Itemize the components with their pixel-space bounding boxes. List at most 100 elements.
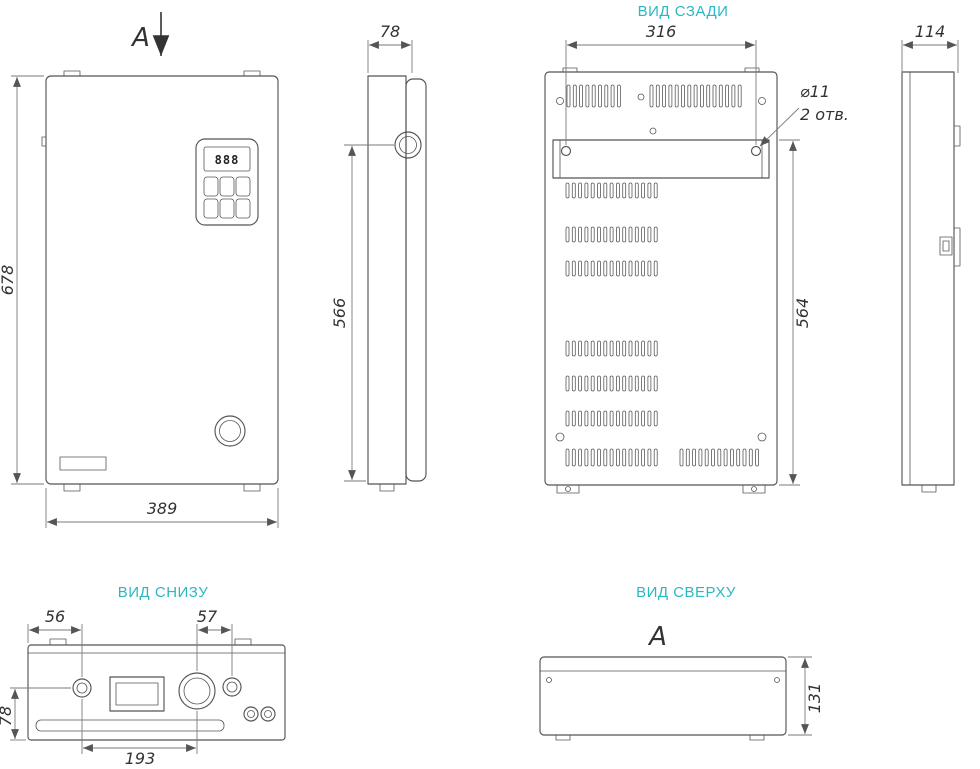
rear-top-tab-right <box>744 67 760 73</box>
dim-bottom-left-offset-value: 56 <box>45 607 65 626</box>
vent-band-bottom-right <box>679 448 759 467</box>
dim-front-height: 678 <box>0 75 44 485</box>
dim-front-width-value: 389 <box>147 499 178 518</box>
front-view: A 888 678 <box>0 12 279 528</box>
dim-rear-height: 564 <box>779 139 812 486</box>
top-view: ВИД СВЕРХУ A 131 <box>539 584 824 741</box>
front-top-tab-right <box>243 70 261 77</box>
front-top-tab-left <box>63 70 81 77</box>
water-connection-small-inner <box>226 681 238 693</box>
side-right-outline <box>901 71 955 486</box>
holes-diameter-value: ⌀11 <box>800 82 830 101</box>
front-cabinet-outline <box>45 75 279 485</box>
dim-side-left-width-value: 78 <box>380 22 400 41</box>
pipe-connection-circle-inner <box>399 136 417 154</box>
rear-panel-outline <box>544 71 778 486</box>
dim-top-depth: 131 <box>788 656 824 736</box>
side-right-clip-bottom <box>953 227 961 267</box>
pipe-connection-circle <box>394 131 422 159</box>
dim-bottom-depth-value: 78 <box>0 706 15 726</box>
rear-foot-hole-right <box>751 486 757 492</box>
bottom-tab-right <box>234 638 252 646</box>
vent-band-bottom-left <box>565 448 658 467</box>
panel-button <box>219 176 235 197</box>
aux-fitting-1 <box>243 706 259 722</box>
top-screw-right <box>774 677 780 683</box>
front-port-circle <box>214 415 246 447</box>
top-screw-left <box>546 677 552 683</box>
cable-gland-plate-inner <box>115 682 159 706</box>
rear-view: ВИД СЗАДИ ⌀ <box>544 3 849 494</box>
display-value: 888 <box>215 153 240 167</box>
side-left-foot <box>379 483 395 492</box>
water-connection-large <box>178 672 216 710</box>
side-left-front-slab <box>405 78 427 482</box>
dim-rear-hole-spacing: 316 <box>565 22 757 145</box>
dim-bottom-depth: 78 <box>0 687 71 741</box>
aux-fitting-1-inner <box>247 710 255 718</box>
dim-rear-height-value: 564 <box>793 298 812 329</box>
aux-fitting-2 <box>260 706 276 722</box>
panel-button <box>219 198 235 219</box>
drain-fitting-inner <box>76 682 88 694</box>
rear-view-title: ВИД СЗАДИ <box>638 3 729 20</box>
panel-button <box>203 198 219 219</box>
rear-top-tab-left <box>562 67 578 73</box>
top-tab-left <box>555 734 571 741</box>
dim-side-right-width-value: 114 <box>915 22 946 41</box>
vent-row-6 <box>565 410 658 427</box>
bracket-hole-right <box>750 145 762 157</box>
control-panel: 888 <box>195 138 259 226</box>
bottom-view: ВИД СНИЗУ 56 57 <box>0 584 286 768</box>
rear-foot-hole-left <box>565 486 571 492</box>
dim-side-left-width: 78 <box>367 22 413 73</box>
bottom-slot <box>35 719 225 732</box>
side-right-clip-top <box>953 125 961 147</box>
front-side-notch <box>41 136 47 147</box>
vent-band-top-left <box>566 84 621 108</box>
door-latch <box>939 236 953 256</box>
front-port-circle-inner <box>219 420 241 442</box>
side-view-left: 78 566 <box>330 22 427 492</box>
bottom-outline <box>27 644 286 741</box>
digital-display <box>203 146 251 172</box>
rear-screw-bottom-right <box>757 432 767 442</box>
aux-fitting-2-inner <box>264 710 272 718</box>
rear-screw-center <box>649 127 657 135</box>
dim-side-left-height-value: 566 <box>330 298 349 329</box>
drain-fitting <box>72 678 92 698</box>
bottom-view-title: ВИД СНИЗУ <box>118 584 208 601</box>
dim-front-width: 389 <box>45 488 279 528</box>
cable-gland-plate <box>109 676 165 712</box>
vent-row-5 <box>565 375 658 392</box>
section-label-a: A <box>130 23 150 53</box>
holes-count-value: 2 отв. <box>800 105 849 124</box>
front-foot-right <box>243 483 261 492</box>
door-latch-inner <box>942 240 950 252</box>
front-foot-left <box>63 483 81 492</box>
panel-button <box>235 176 251 197</box>
vent-row-3 <box>565 260 658 277</box>
rear-screw-center-top <box>637 93 645 101</box>
dim-bottom-mid-offset-value: 57 <box>197 607 218 626</box>
top-tab-right <box>749 734 765 741</box>
mounting-bracket <box>552 139 770 179</box>
vent-row-1 <box>565 182 658 199</box>
dim-top-depth-value: 131 <box>805 683 824 714</box>
nameplate <box>59 456 107 471</box>
bracket-outline <box>552 139 770 179</box>
panel-button <box>203 176 219 197</box>
side-left-back-slab <box>367 75 407 485</box>
panel-button <box>235 198 251 219</box>
top-outline <box>539 656 787 736</box>
dim-rear-hole-spacing-value: 316 <box>646 22 677 41</box>
control-panel-outline <box>195 138 259 226</box>
top-section-label-a: A <box>647 622 667 652</box>
dim-front-height-value: 678 <box>0 265 17 296</box>
section-arrow-a: A <box>130 12 170 56</box>
rear-foot-left <box>556 484 580 494</box>
water-connection-large-inner <box>183 677 211 705</box>
rear-screw-bottom-left <box>555 432 565 442</box>
